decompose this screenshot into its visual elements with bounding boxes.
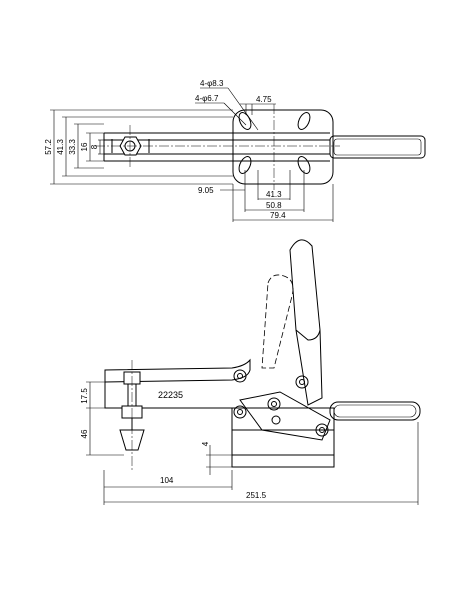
- dim-8: 8: [90, 144, 99, 149]
- pivot-pin: [315, 423, 329, 437]
- handle-top: [329, 135, 426, 159]
- linkage-plate: [239, 391, 331, 441]
- mounting-hole-slot: [297, 156, 311, 174]
- dim-4: 4: [201, 441, 210, 446]
- dim-46: 46: [80, 429, 89, 438]
- handle-raised: [289, 239, 321, 341]
- dim-57-2: 57.2: [44, 139, 53, 155]
- pivot-pin: [233, 405, 247, 419]
- dim-33-3: 33.3: [68, 139, 77, 155]
- dim-41-3-vertical: 41.3: [56, 139, 65, 155]
- dim-104: 104: [160, 476, 174, 485]
- model-number: 22235: [158, 390, 183, 400]
- dim-41-3-horizontal: 41.3: [266, 190, 282, 199]
- base-side: [231, 407, 335, 431]
- dim-251-5: 251.5: [246, 491, 267, 500]
- slot-width: 4.75: [256, 95, 272, 104]
- side-view: 22235 17.5 46 4 104 251.5: [80, 239, 421, 505]
- mounting-hole-slot: [297, 112, 311, 130]
- mounting-hole-slot: [238, 156, 252, 174]
- dim-79-4: 79.4: [270, 211, 286, 220]
- dim-16: 16: [80, 142, 89, 151]
- pivot-pin: [295, 375, 309, 389]
- mounting-hole-slot: [238, 112, 252, 130]
- base-plate-top: [232, 109, 334, 185]
- pivot-pin: [233, 369, 247, 383]
- handle-closed: [329, 401, 421, 421]
- pivot-pin: [267, 397, 281, 411]
- dim-50-8: 50.8: [266, 201, 282, 210]
- dim-17-5: 17.5: [80, 388, 89, 404]
- dim-9-05: 9.05: [198, 186, 214, 195]
- hole-callout-large: 4-φ8.3: [200, 79, 224, 88]
- top-view: 57.2 41.3 33.3 16 8 4-φ8.3 4-φ6.7 4.75 9…: [44, 79, 426, 222]
- handle-open-dashed: [261, 274, 294, 369]
- hole-callout-small: 4-φ6.7: [195, 94, 219, 103]
